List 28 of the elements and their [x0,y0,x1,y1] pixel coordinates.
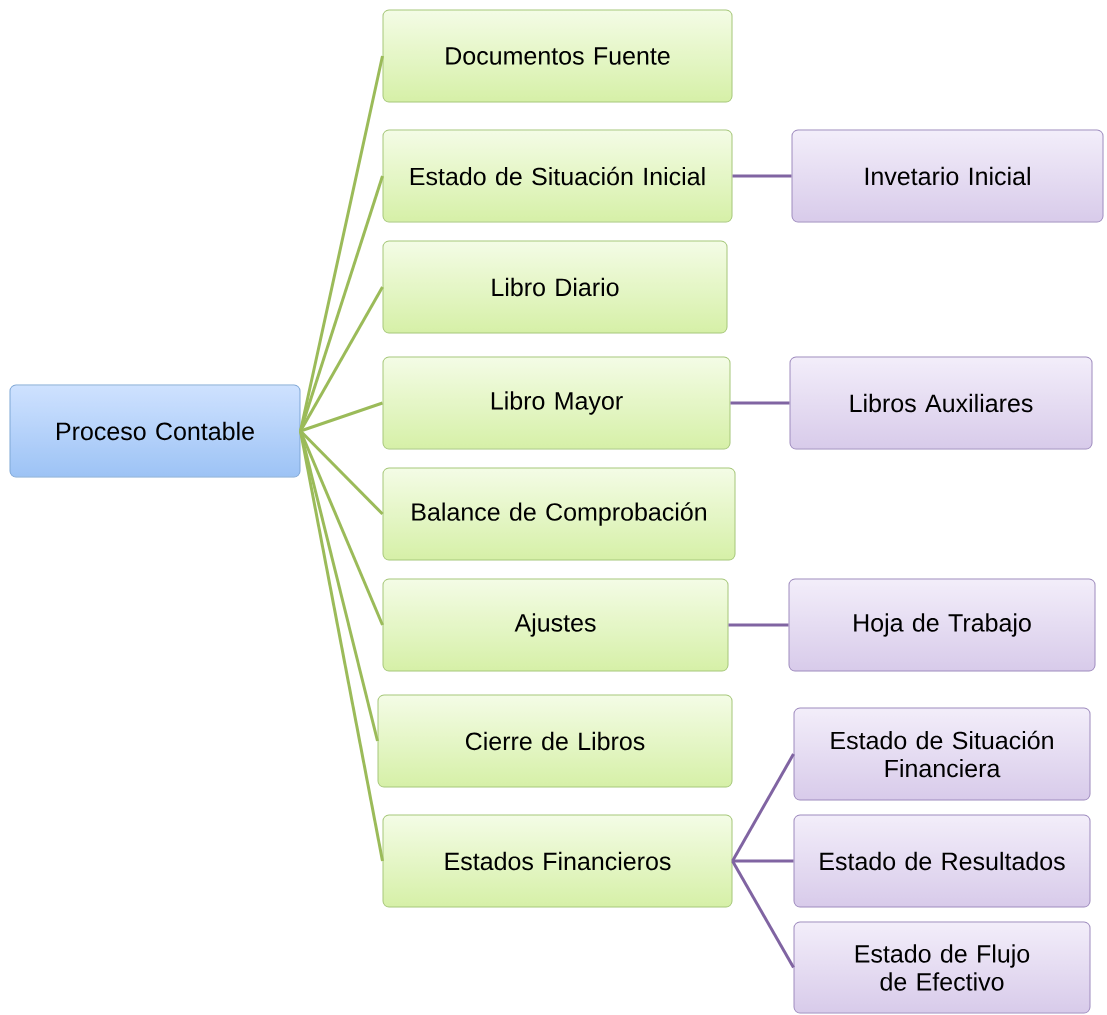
connector-line [299,430,384,862]
connector-line [299,429,384,516]
step-box: Cierre de Libros [377,694,733,788]
result-box: Estado de Flujo de Efectivo [793,921,1091,1014]
result-box: Libros Auxiliares [789,356,1093,450]
step-box: Libro Mayor [382,356,731,450]
step-box: Estados Financieros [382,814,733,908]
connector-line [299,430,384,626]
connector-line [299,175,384,432]
step-box: Estado de Situación Inicial [382,129,733,223]
result-box: Estado de Situación Financiera [793,707,1091,801]
connector-line [731,753,795,862]
connector-line [732,174,792,178]
connector-line [300,401,383,433]
result-box: Invetario Inicial [791,129,1104,223]
connector-line [299,430,379,742]
connector-line [728,623,789,627]
result-box: Hoja de Trabajo [788,578,1096,672]
step-box: Documentos Fuente [382,9,733,103]
connector-line [732,859,794,863]
process-box: Proceso Contable [9,384,301,478]
connector-line [299,286,384,432]
connector-line [730,401,790,405]
step-box: Libro Diario [382,240,728,334]
step-box: Ajustes [382,578,729,672]
connector-line [731,860,795,969]
step-box: Balance de Comprobación [382,467,736,561]
result-box: Estado de Resultados [793,814,1091,908]
